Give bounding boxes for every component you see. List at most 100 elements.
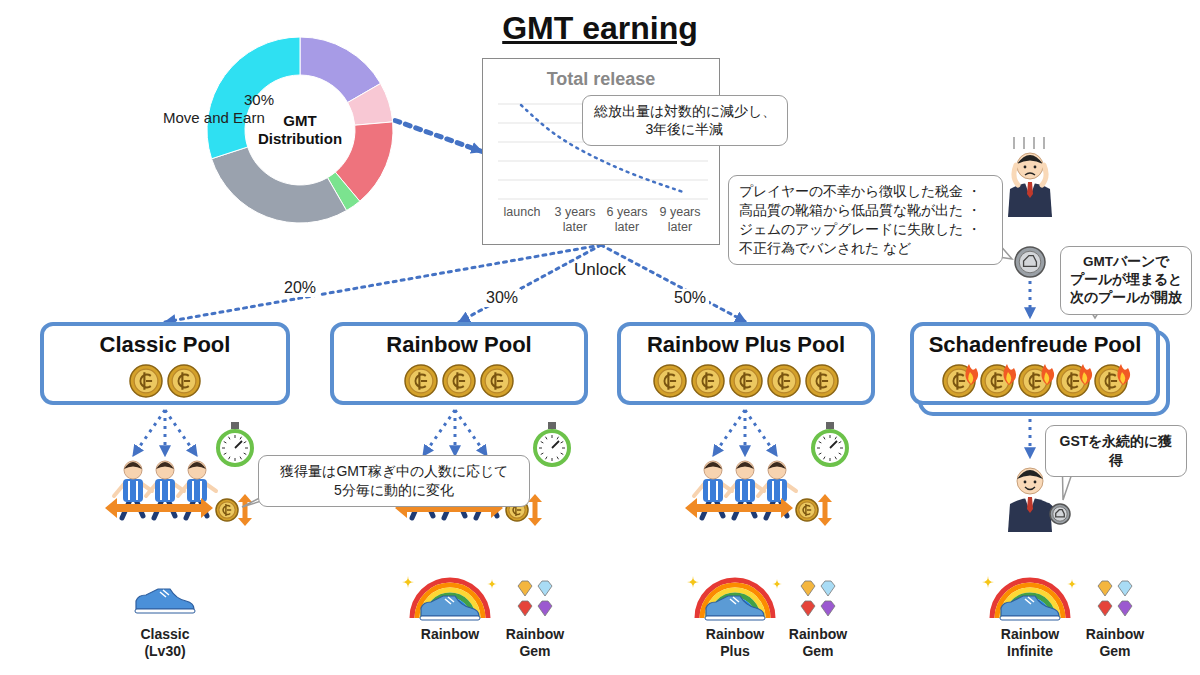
double-arrow: [818, 494, 832, 526]
node-text: GSTを永続的に獲得: [1054, 432, 1178, 470]
shirt-stripe: [708, 481, 710, 500]
hair: [1017, 470, 1043, 479]
callout-bubble: GMTバーンで プールが埋まると 次のプールが開放: [1060, 246, 1192, 315]
dotted-arrow: [454, 410, 457, 456]
stopwatch-tick: [222, 448, 225, 449]
pool-box: Classic Pool: [40, 322, 290, 405]
coin-symbol: [141, 372, 153, 390]
node-text: 獲得量はGMT稼ぎ中の人数に応じて 5分毎に動的に変化: [267, 462, 521, 500]
stopwatch-tick: [235, 458, 236, 461]
suit: [1008, 498, 1052, 532]
stopwatch-hand: [830, 441, 837, 448]
flame-core: [968, 372, 973, 384]
hands: [1014, 165, 1046, 185]
rainbow-arc: [422, 590, 478, 618]
dotted-arrow: [745, 410, 777, 456]
sparkle: [772, 579, 782, 589]
coin-symbol: [954, 372, 966, 390]
stopwatch-tick: [224, 442, 227, 444]
stopwatch-tick: [546, 457, 548, 460]
stopwatch-knob: [548, 422, 556, 429]
rainbow-arc: [412, 580, 488, 618]
flame-core: [1044, 372, 1049, 384]
shoe-lace: [160, 590, 169, 597]
label-text: Rainbow Plus: [702, 626, 768, 660]
stopwatch-tick: [229, 437, 231, 440]
arm: [786, 484, 796, 491]
stopwatch-tick: [244, 442, 247, 444]
coin-face: [696, 369, 720, 393]
shirt: [123, 479, 143, 502]
stopwatch-tick: [839, 453, 842, 455]
coin-symbol: [1068, 372, 1080, 390]
head: [188, 461, 206, 479]
dotted-arrow: [744, 410, 747, 456]
shirt-stripe: [136, 481, 138, 500]
stopwatch-tick: [240, 437, 242, 440]
coin-symbol: [416, 372, 428, 390]
shirt-stripe: [200, 481, 202, 500]
donut-slice: [348, 84, 393, 126]
callout-bubble: プレイヤーの不幸から徴収した税金 ・高品質の靴箱から低品質な靴が出た ・ジェムの…: [728, 175, 1003, 265]
stopwatch-tick: [229, 457, 231, 460]
double-arrow: [238, 494, 252, 526]
distribution-donut: GMT Distribution: [205, 35, 395, 225]
donut-slice: [212, 147, 347, 223]
flame: [1079, 364, 1092, 385]
node-text: Total release: [483, 59, 719, 90]
stopwatch-tick: [840, 448, 843, 449]
gloom-line: [1023, 137, 1025, 149]
shoe-sole: [1000, 616, 1060, 620]
rainbow-arc: [707, 590, 763, 618]
shoe-sole: [705, 616, 765, 620]
arm: [694, 484, 704, 496]
shoe-lace: [445, 597, 454, 604]
label-text: Rainbow Gem: [1082, 626, 1148, 660]
head: [1017, 153, 1043, 179]
eye: [1034, 481, 1037, 484]
label-text: Move and Earn: [163, 109, 275, 127]
hair: [768, 462, 786, 469]
shirt-stripe: [168, 481, 170, 500]
coin-symbol: [779, 372, 791, 390]
arm: [178, 484, 188, 496]
connector: [459, 245, 601, 322]
hair: [704, 462, 722, 469]
label-text: 30%: [244, 91, 284, 109]
shoe-sole: [420, 616, 480, 620]
gem: [1118, 581, 1132, 596]
stopwatch: [813, 431, 847, 465]
gem: [1098, 601, 1112, 616]
dotted-arrow: [165, 410, 197, 456]
coin: [216, 499, 238, 521]
label-text: 9 years later: [655, 205, 705, 235]
stopwatch-hand: [235, 441, 242, 448]
coin: [730, 365, 762, 397]
coin-symbol: [492, 372, 504, 390]
arm: [726, 484, 736, 496]
callout-bubble: 総放出量は対数的に減少し、 3年後に半減: [582, 95, 788, 147]
stopwatch-tick: [561, 453, 564, 455]
rainbow-arc: [417, 585, 483, 618]
flame: [1117, 364, 1130, 385]
coin-symbol: [817, 372, 829, 390]
stopwatch-tick: [546, 437, 548, 440]
flame-core: [1082, 372, 1087, 384]
hair: [188, 462, 206, 469]
coin-symbol: [1030, 372, 1042, 390]
stopwatch-tick: [541, 453, 544, 455]
coin: [806, 365, 838, 397]
rainbow-arc: [697, 580, 773, 618]
flame: [1041, 364, 1054, 385]
double-arrow: [528, 494, 542, 526]
shirt-stripe: [740, 481, 742, 500]
stopwatch-tick: [817, 448, 820, 449]
gst-coin-face: [1019, 251, 1041, 273]
eye: [1024, 481, 1027, 484]
coin-symbol: [741, 372, 753, 390]
stopwatch-hand: [552, 441, 559, 448]
stopwatch-tick: [819, 442, 822, 444]
head: [156, 461, 174, 479]
coin-symbol: [454, 372, 466, 390]
hair: [156, 462, 174, 469]
